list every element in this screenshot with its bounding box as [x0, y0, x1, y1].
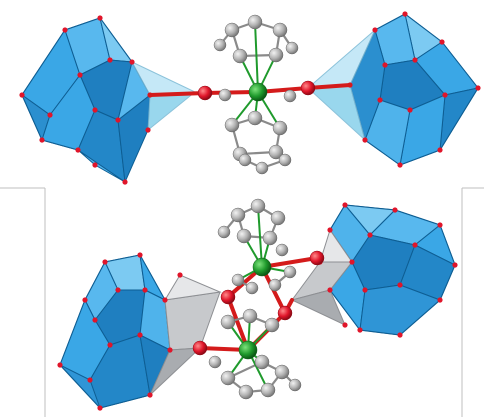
bridging-oxygen-atoms — [192, 250, 325, 356]
left-polyoxometalate-cluster — [19, 15, 197, 185]
metal-atom — [252, 257, 272, 277]
ferrocene-unit-bottom-lower — [208, 308, 302, 400]
metal-atom — [248, 82, 268, 102]
right-polyoxometalate-cluster — [306, 11, 481, 168]
panel-bottom — [57, 198, 458, 411]
panel-frame-lines — [0, 187, 484, 417]
ferrocene-unit-top — [197, 14, 316, 175]
oxygen-atom — [197, 85, 213, 101]
metal-atom — [238, 340, 258, 360]
left-polyoxometalate-cluster-bottom — [57, 252, 222, 411]
oxygen-atom — [300, 80, 316, 96]
ferrocene-unit-bottom-upper — [217, 198, 297, 295]
right-polyoxometalate-cluster-bottom — [290, 202, 458, 338]
panel-top — [19, 11, 481, 185]
